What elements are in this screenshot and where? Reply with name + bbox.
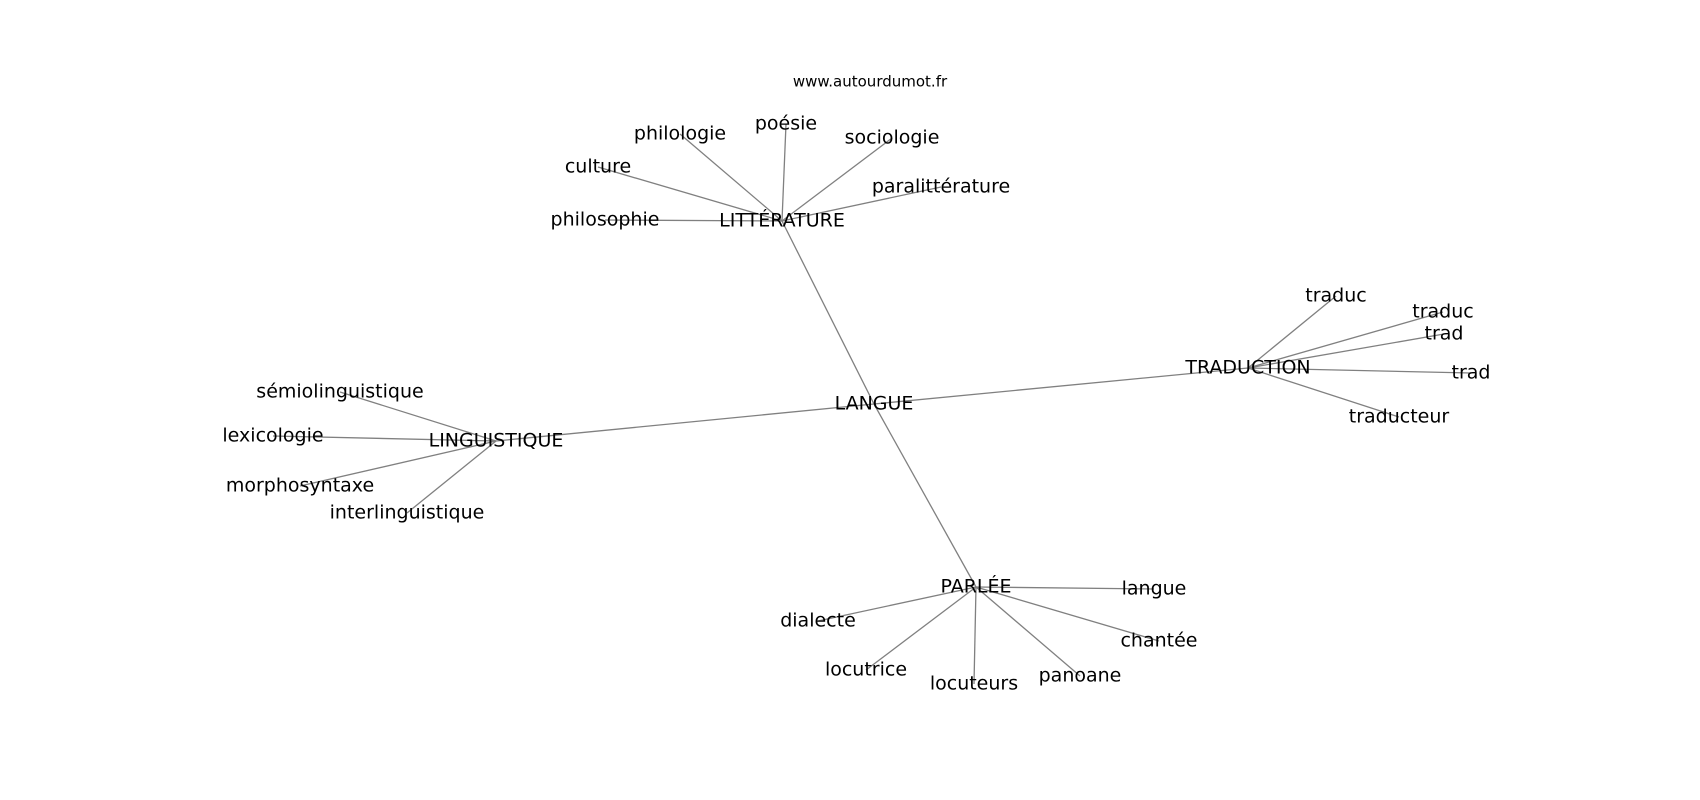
node-label-poesie: poésie (755, 113, 817, 135)
edge-litterature-poesie (781, 123, 787, 222)
node-label-litterature: LITTÉRATURE (719, 209, 845, 232)
node-label-paralitterature: paralittérature (872, 176, 1010, 198)
edge-traduction-trad2 (1247, 367, 1472, 374)
node-label-semiolinguistique: sémiolinguistique (256, 381, 423, 403)
node-label-traduction: TRADUCTION (1184, 357, 1310, 379)
edge-traduction-traduc2 (1247, 311, 1444, 369)
node-label-langue_leaf: langue (1122, 578, 1187, 600)
edge-layer (272, 123, 1472, 685)
node-label-chantee: chantée (1120, 630, 1197, 652)
node-label-sociologie: sociologie (845, 127, 940, 149)
node-label-parlee: PARLÉE (940, 575, 1011, 598)
node-label-traducteur: traducteur (1349, 406, 1450, 428)
edge-linguistique-semiolinguistique (339, 391, 497, 442)
label-layer: LANGUE LITTÉRATURE LINGUISTIQUE TRADUCTION P… (222, 113, 1490, 695)
node-label-trad2: trad (1452, 362, 1491, 384)
edge-parlee-locuteurs (973, 586, 977, 685)
edge-linguistique-morphosyntaxe (299, 440, 497, 487)
node-label-traduc2: traduc (1412, 301, 1473, 323)
edge-parlee-chantee (975, 586, 1160, 642)
node-label-locuteurs: locuteurs (930, 673, 1018, 695)
node-label-philologie: philologie (634, 123, 726, 145)
node-label-interlinguistique: interlinguistique (330, 502, 485, 524)
edge-langue_root-litterature (781, 220, 875, 405)
node-label-dialecte: dialecte (780, 610, 856, 632)
edge-traduction-traduc1 (1247, 295, 1337, 369)
edge-traduction-traducteur (1247, 367, 1400, 418)
edge-litterature-paralitterature (781, 186, 942, 222)
node-label-panoane: panoane (1039, 665, 1122, 687)
edge-litterature-philosophie (604, 219, 783, 222)
edge-langue_root-traduction (873, 367, 1249, 405)
edge-litterature-culture (597, 166, 783, 222)
edge-parlee-panoane (975, 586, 1081, 677)
edge-traduction-trad1 (1247, 333, 1445, 369)
node-label-traduc1: traduc (1305, 285, 1366, 307)
edge-litterature-philologie (679, 133, 783, 222)
edge-litterature-sociologie (781, 137, 893, 222)
node-label-philosophie: philosophie (551, 209, 660, 231)
edge-parlee-dialecte (817, 586, 977, 622)
node-label-morphosyntaxe: morphosyntaxe (226, 475, 374, 497)
edge-parlee-locutrice (865, 586, 977, 671)
node-label-lexicologie: lexicologie (222, 425, 323, 447)
node-label-linguistique: LINGUISTIQUE (429, 430, 564, 452)
node-label-trad1: trad (1425, 323, 1464, 345)
watermark-text: www.autourdumot.fr (793, 73, 948, 91)
node-label-culture: culture (565, 156, 631, 178)
edge-langue_root-linguistique (495, 403, 875, 442)
edge-linguistique-lexicologie (272, 435, 497, 442)
node-label-locutrice: locutrice (825, 659, 907, 681)
edge-langue_root-parlee (873, 403, 977, 588)
edge-linguistique-interlinguistique (406, 440, 497, 514)
node-label-langue_root: LANGUE (835, 393, 914, 415)
edge-parlee-langue_leaf (975, 586, 1155, 590)
